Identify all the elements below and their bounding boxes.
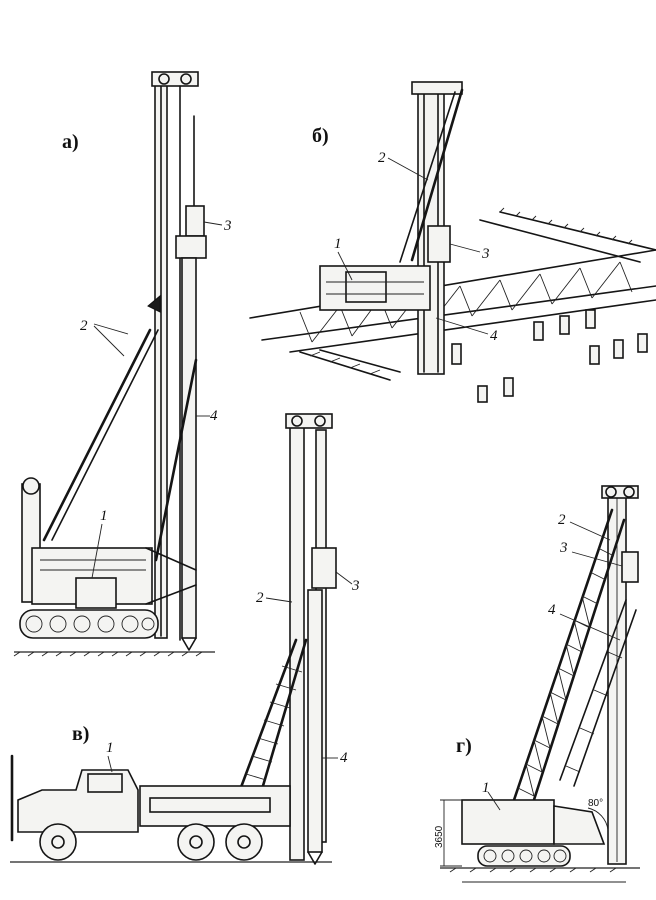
leader-g-1 — [487, 791, 501, 811]
track-b-ties — [309, 351, 381, 375]
pile-tip-a — [181, 637, 197, 651]
callout-b-3: 3 — [481, 246, 490, 262]
leader-a-1 — [91, 523, 103, 579]
strut-a-joint — [147, 294, 161, 313]
leader-a-2b — [93, 325, 125, 357]
leader-v-3 — [335, 571, 353, 585]
mast-b-head — [411, 81, 463, 95]
sheave-v-2 — [314, 415, 326, 427]
leader-g-4 — [559, 613, 621, 641]
sheave-a-2 — [180, 73, 192, 85]
brace-a — [145, 547, 197, 605]
engine-block-a — [75, 577, 117, 609]
callout-a-1: 1 — [100, 508, 108, 524]
panel-b-trestle-pile-driver: б) 1 — [249, 81, 656, 403]
crane-rear-g — [553, 805, 606, 845]
ground-hatch-g — [449, 867, 617, 873]
driven-piles-b — [451, 309, 648, 403]
frame-lines-a — [40, 559, 146, 571]
truss-chords-b — [249, 249, 656, 353]
ground-hatch-a — [13, 651, 203, 657]
callout-v-3: 3 — [351, 578, 360, 594]
hammer-cap-a — [175, 235, 207, 259]
callout-g-4: 4 — [548, 602, 556, 618]
callout-g-1: 1 — [482, 780, 490, 796]
angle-arc-g — [587, 807, 609, 831]
callout-v-4: 4 — [340, 750, 348, 766]
brace-g — [559, 599, 637, 787]
mast-v — [289, 417, 305, 861]
callout-b-1: 1 — [334, 236, 342, 252]
panel-g-crane-pile-driver: г) 80° 3650 — [434, 485, 640, 883]
leader-b-3 — [449, 243, 481, 253]
hammer-v — [311, 547, 337, 589]
boom-v-lattice — [245, 665, 303, 781]
leader-b-1 — [337, 251, 353, 281]
rear-post-a-top — [22, 477, 40, 495]
leader-a-2a — [93, 323, 129, 335]
hammer-b — [427, 225, 451, 263]
boom-g-diagonals — [525, 595, 591, 797]
track-wheels-g — [483, 849, 567, 863]
track-wheels-a — [25, 615, 155, 633]
panel-b-label: б) — [312, 125, 329, 147]
leader-b-4 — [435, 317, 489, 335]
crawler-track-g — [477, 845, 571, 867]
boom-v — [238, 638, 308, 798]
panel-a-label: а) — [62, 131, 79, 153]
hammer-a — [185, 205, 205, 237]
callout-b-2: 2 — [378, 150, 386, 166]
leader-b-2 — [387, 157, 429, 181]
callout-g-3: 3 — [559, 540, 568, 556]
callout-a-2: 2 — [80, 318, 88, 334]
backstay-b — [410, 88, 464, 262]
truck-window-v — [87, 773, 123, 793]
panel-g-label: г) — [456, 735, 472, 757]
callout-a-4: 4 — [210, 408, 218, 424]
sheave-v-1 — [291, 415, 303, 427]
track-b-front — [299, 349, 401, 381]
callout-a-3: 3 — [223, 218, 232, 234]
strut-a-rear — [51, 329, 159, 541]
leader-v-2 — [265, 597, 293, 603]
callout-b-4: 4 — [490, 328, 498, 344]
rail-b-far — [479, 211, 656, 263]
strut-a-front — [42, 328, 152, 542]
leader-g-3 — [571, 551, 623, 567]
crawler-track-a — [19, 609, 159, 639]
panel-v-label: в) — [72, 723, 89, 745]
truck-platform-v — [149, 797, 271, 813]
hammer-g — [621, 551, 639, 583]
carriage-b-rails — [326, 281, 424, 295]
cab-b — [345, 271, 387, 303]
truck-wheels-v — [39, 823, 263, 861]
callout-v-1: 1 — [106, 740, 114, 756]
panel-v-truck-pile-driver: в) 1 2 3 4 — [10, 413, 360, 865]
leader-g-2 — [569, 521, 611, 541]
leader-a-3 — [203, 221, 223, 226]
pile-a — [181, 257, 197, 639]
callout-g-2: 2 — [558, 512, 566, 528]
leader-v-1 — [107, 755, 113, 773]
sheave-g-2 — [623, 486, 635, 498]
sheave-g-1 — [605, 486, 617, 498]
brace-g-lattice — [565, 651, 623, 773]
dimension-label-g: 3650 — [434, 825, 445, 848]
pile-v — [307, 589, 323, 853]
callout-v-2: 2 — [256, 590, 264, 606]
angle-label-g: 80° — [588, 798, 603, 809]
panel-a-crawler-pile-driver: а) — [13, 71, 232, 657]
sheave-a-1 — [158, 73, 170, 85]
backstay-b-2 — [399, 91, 456, 263]
rail-b-ties — [499, 207, 633, 245]
strut-a-back — [154, 358, 198, 562]
crane-body-g — [461, 799, 555, 845]
pile-tip-v — [307, 851, 323, 865]
